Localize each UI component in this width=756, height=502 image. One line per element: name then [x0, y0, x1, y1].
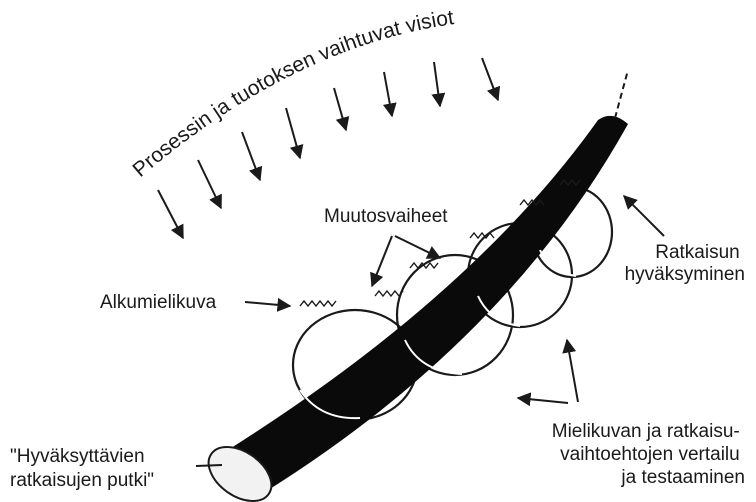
label-solution-acceptance: Ratkaisun hyväksyminen	[625, 242, 745, 285]
label-solution-acceptance-line1: Ratkaisun	[655, 242, 740, 263]
down-arrow-icon	[482, 58, 498, 100]
label-comparison-line1: Mielikuvan ja ratkaisu-	[552, 421, 740, 442]
label-tube-line2: ratkaisujen putki"	[10, 470, 154, 491]
down-arrow-icon	[242, 132, 260, 180]
down-arrow-icon	[158, 190, 183, 238]
change-phase-arrow-icon	[395, 236, 440, 258]
down-arrow-icon	[198, 160, 221, 208]
label-initial-image: Alkumielikuva	[100, 292, 217, 313]
tube-label-connector	[196, 465, 222, 466]
label-comparison: Mielikuvan ja ratkaisu- vaihtoehtojen ve…	[552, 421, 745, 488]
label-comparison-line2: vaihtoehtojen vertailu	[560, 444, 740, 465]
label-tube-line1: "Hyväksyttävien	[10, 446, 145, 467]
change-phase-arrow-icon	[372, 236, 392, 286]
acceptance-arrow-icon	[624, 196, 664, 236]
down-arrow-icon	[384, 72, 392, 116]
label-comparison-line3: ja testaaminen	[620, 467, 745, 488]
label-tube: "Hyväksyttävien ratkaisujen putki"	[10, 446, 154, 491]
initial-image-arrow-icon	[245, 302, 290, 306]
label-change-phases: Muutosvaiheet	[324, 206, 448, 227]
label-solution-acceptance-line2: hyväksyminen	[625, 264, 745, 285]
down-arrow-icon	[434, 62, 440, 106]
down-arrow-icon	[334, 88, 346, 130]
tube-continuation	[615, 70, 628, 118]
comparison-arrow-icon	[518, 398, 568, 403]
comparison-arrow-icon	[567, 340, 578, 402]
down-arrow-icon	[286, 108, 300, 158]
arc-caption: Prosessin ja tuotoksen vaihtuvat visiot	[128, 6, 455, 182]
